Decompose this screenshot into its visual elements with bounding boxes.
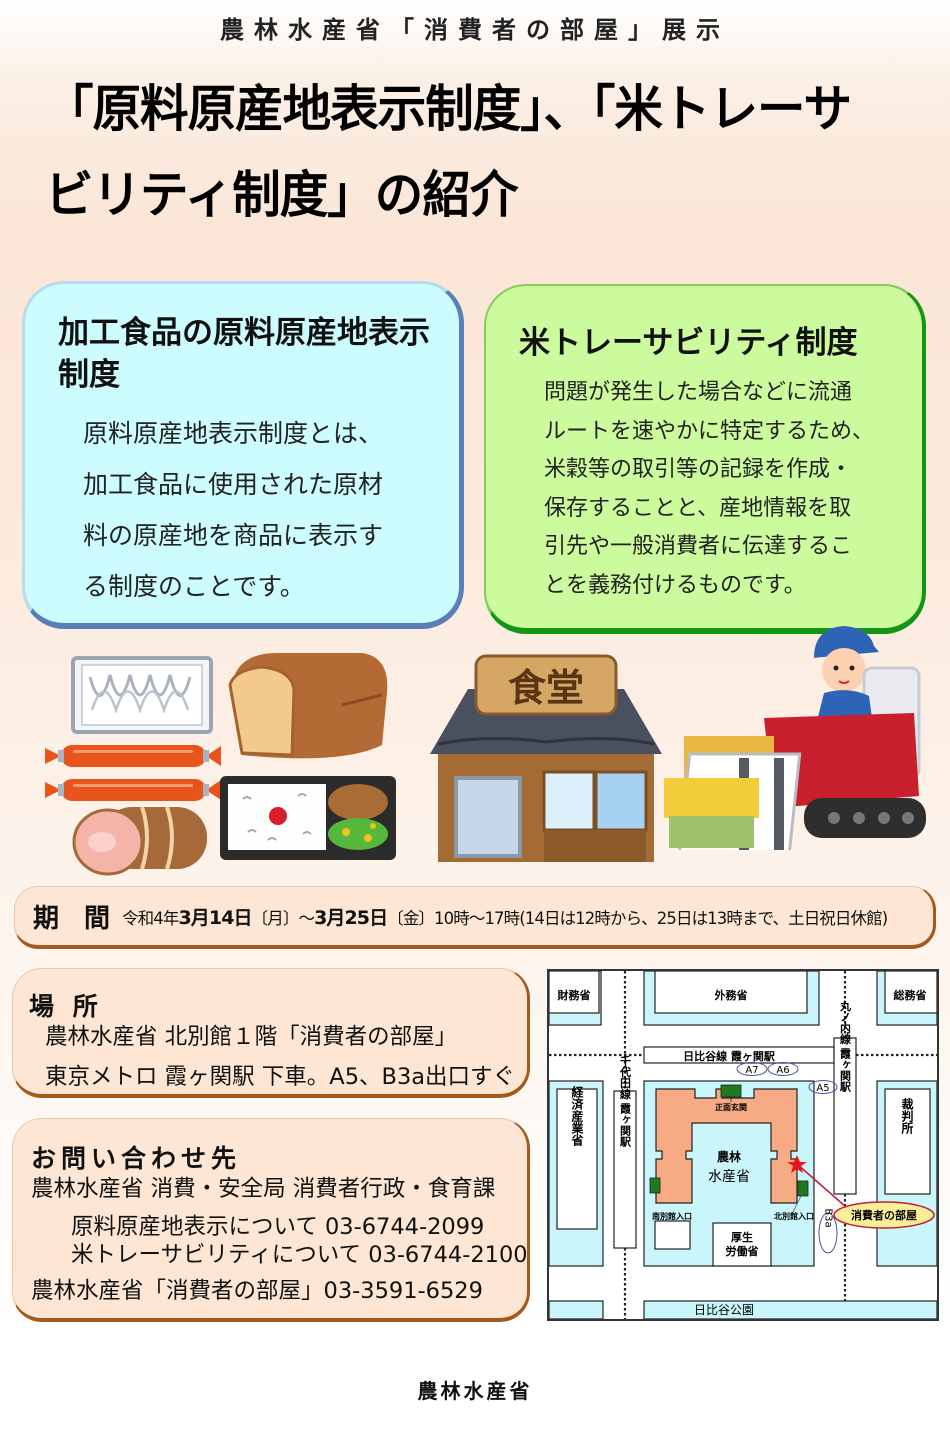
period-start-date: 3月14日 [178, 906, 252, 929]
description-line: ルートを速やかに特定するため、 [544, 418, 875, 444]
period-end-date: 3月25日 [314, 906, 388, 929]
exhibition-period-bar: 期 間 令和4年3月14日〔月〕～3月25日〔金〕10時～17時(14日は12時… [14, 886, 936, 949]
svg-text:A6: A6 [776, 1065, 789, 1076]
description-line: とを義務付けるものです。 [544, 572, 806, 598]
period-hours: 10時～17時 [434, 908, 520, 928]
period-note: (14日は12時から、25日は13時まで、土日祝日休館) [519, 908, 888, 928]
rice-traceability-box: 米トレーサビリティ制度 問題が発生した場合などに流通 ルートを速やかに特定するた… [484, 284, 926, 634]
description-line: 米穀等の取引等の記録を作成・ [544, 457, 853, 482]
exit-a6-marker: A6 [767, 1062, 799, 1076]
rice-traceability-heading: 米トレーサビリティ制度 [519, 325, 858, 361]
svg-text:B3a: B3a [823, 1208, 834, 1227]
origin-labeling-box: 加工食品の原料原産地表示制度 原料原産地表示制度とは、 加工食品に使用された原材… [22, 281, 464, 629]
contact-entry-rice: 米トレーサビリティについて 03-6744-2100 [71, 1237, 528, 1269]
venue-box: 場 所 農林水産省 北別館１階「消費者の部屋」 東京メトロ 霞ヶ関駅 下車。A5… [12, 968, 530, 1098]
noodles-pack-illustration [71, 656, 213, 734]
origin-labeling-heading: 加工食品の原料原産地表示制度 [58, 315, 430, 393]
map-label-keisansho: 経済産業省 [570, 1085, 584, 1147]
bento-box-illustration [220, 776, 396, 860]
venue-label: 場 所 [29, 992, 103, 1021]
contact-topic: 米トレーサビリティについて [71, 1242, 362, 1268]
period-separator: ～ [298, 908, 315, 928]
description-line: る制度のことです。 [83, 572, 305, 601]
period-value: 令和4年3月14日〔月〕～3月25日〔金〕10時～17時(14日は12時から、2… [122, 903, 888, 930]
map-label-zaimusho: 財務省 [557, 988, 591, 1002]
access-map: 財務省 外務省 総務省 日比谷線 霞ヶ関駅 農林 水産省 厚生 労働省 正面玄関… [547, 969, 939, 1321]
sausages-illustration [45, 745, 221, 801]
description-line: 料の原産地を商品に表示す [83, 521, 384, 550]
origin-labeling-description: 原料原産地表示制度とは、 加工食品に使用された原材 料の原産地を商品に表示す る… [83, 408, 453, 612]
exit-a7-marker: A7 [736, 1062, 768, 1076]
contact-phone[interactable]: 03-6744-2099 [324, 1214, 485, 1240]
consumer-room-star-icon [787, 1155, 807, 1173]
description-line: 保存することと、産地情報を取 [544, 495, 852, 521]
ham-illustration [72, 806, 207, 876]
description-line: 原料原産地表示制度とは、 [83, 419, 384, 448]
contact-label: お問い合わせ先 [31, 1144, 242, 1173]
south-annex-entrance-marker [649, 1177, 661, 1194]
combine-harvester-illustration [664, 626, 926, 850]
map-label-hibiya-line: 日比谷線 霞ヶ関駅 [683, 1049, 775, 1063]
period-label: 期 間 [33, 903, 119, 934]
north-annex-entrance-marker [797, 1180, 809, 1197]
contact-phone[interactable]: 03-6744-2100 [368, 1242, 528, 1268]
map-label-north-entrance: 北別館入口 [774, 1211, 814, 1221]
shop-sign-text: 食堂 [508, 666, 584, 710]
map-label-mhlw-1: 厚生 [731, 1230, 753, 1244]
period-end-dow: 〔金〕 [387, 908, 435, 928]
contact-consumer-room: 農林水産省「消費者の部屋」03-3591-6529 [31, 1278, 483, 1304]
map-label-somusho: 総務省 [894, 988, 927, 1002]
map-label-marunouchi-line: 丸ノ内線 霞ヶ関駅 [839, 999, 853, 1093]
bread-loaf-illustration [228, 653, 388, 759]
map-label-main-entrance: 正面玄関 [715, 1102, 747, 1112]
consumer-room-callout [833, 1201, 935, 1229]
map-label-maff-1: 農林 [717, 1149, 741, 1164]
map-label-gaimusho: 外務省 [714, 988, 748, 1002]
description-line: 引先や一般消費者に伝達するこ [544, 534, 853, 559]
map-label-hibiya-park: 日比谷公園 [694, 1303, 754, 1317]
footer-organization: 農林水産省 [417, 1379, 533, 1403]
shokudo-restaurant-illustration: 食堂 [430, 654, 662, 862]
period-era-year: 令和4年 [122, 908, 179, 928]
svg-text:A5: A5 [816, 1083, 829, 1094]
svg-text:A7: A7 [745, 1065, 758, 1076]
map-label-consumer-room: 消費者の部屋 [851, 1208, 917, 1222]
main-entrance-marker [720, 1084, 742, 1098]
map-label-saibansho: 裁判所 [900, 1097, 914, 1135]
page-title-line-1: 「原料原産地表示制度」、「米トレーサ [45, 80, 852, 138]
map-label-maff-2: 水産省 [708, 1169, 750, 1185]
exit-a5-marker: A5 [808, 1080, 838, 1094]
map-label-south-entrance: 南別館入口 [652, 1211, 692, 1221]
contact-topic: 原料原産地表示について [71, 1214, 318, 1240]
contact-entry-origin: 原料原産地表示について 03-6744-2099 [71, 1209, 484, 1241]
contact-box: お問い合わせ先 農林水産省 消費・安全局 消費者行政・食育課 原料原産地表示につ… [12, 1118, 530, 1322]
map-label-chiyoda-line: 千代田線 霞ヶ関駅 [619, 1054, 633, 1148]
rice-traceability-description: 問題が発生した場合などに流通 ルートを速やかに特定するため、 米穀等の取引等の記… [544, 374, 914, 605]
contact-department: 農林水産省 消費・安全局 消費者行政・食育課 [31, 1176, 496, 1202]
venue-address: 農林水産省 北別館１階「消費者の部屋」 [45, 1024, 458, 1050]
venue-access: 東京メトロ 霞ヶ関駅 下車。A5、B3a出口すぐ [45, 1064, 516, 1090]
map-label-mhlw-2: 労働省 [726, 1244, 759, 1258]
organizer-header: 農林水産省「消費者の部屋」展示 [220, 16, 730, 44]
exit-b3a-marker: B3a [818, 1208, 838, 1254]
page-title-line-2: ビリティ制度」の紹介 [45, 166, 518, 224]
period-start-dow: 〔月〕 [251, 908, 300, 928]
description-line: 加工食品に使用された原材 [83, 470, 384, 499]
description-line: 問題が発生した場合などに流通 [544, 380, 853, 405]
